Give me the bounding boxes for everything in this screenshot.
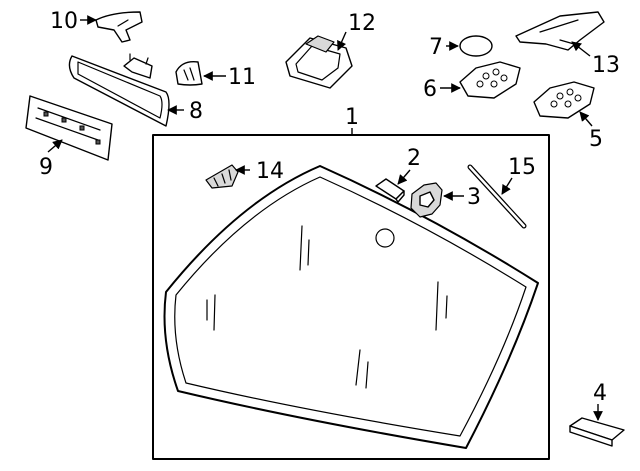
leader-2: [397, 169, 411, 185]
callout-13: 13: [592, 53, 620, 78]
spacer-pad: [375, 178, 405, 203]
mirror-bracket-cover: [95, 11, 143, 43]
seal-ring: [459, 35, 493, 57]
leader-13: [571, 41, 591, 57]
sensor-mount-bracket: [515, 11, 605, 51]
leader-5: [579, 111, 593, 127]
windshield-glass: [163, 165, 539, 449]
leader-15: [501, 177, 513, 195]
callout-3: 3: [467, 185, 481, 210]
sensor-bracket: [410, 182, 443, 218]
callout-10: 10: [50, 9, 78, 34]
callout-6: 6: [423, 77, 437, 102]
callout-15: 15: [508, 155, 536, 180]
callout-12: 12: [348, 11, 376, 36]
rain-sensor-lower: [533, 81, 595, 119]
callout-2: 2: [407, 146, 421, 171]
callout-7: 7: [429, 35, 443, 60]
callout-1: 1: [345, 105, 359, 130]
rear-view-mirror: [68, 53, 170, 127]
callout-4: 4: [593, 381, 607, 406]
callout-9: 9: [39, 155, 53, 180]
leader-9: [47, 139, 63, 153]
sensor-area: [375, 228, 395, 248]
camera-housing: [285, 35, 353, 89]
trim-cover: [175, 61, 203, 86]
callout-8: 8: [189, 99, 203, 124]
mounting-panel: [25, 95, 113, 161]
leader-12: [337, 31, 347, 51]
windshield-assembly-frame: [152, 134, 550, 460]
moulding-clip: [205, 164, 239, 189]
foam-pad: [569, 417, 625, 447]
callout-5: 5: [589, 127, 603, 152]
callout-14: 14: [256, 159, 284, 184]
rain-sensor-upper: [459, 61, 521, 99]
callout-11: 11: [228, 65, 256, 90]
